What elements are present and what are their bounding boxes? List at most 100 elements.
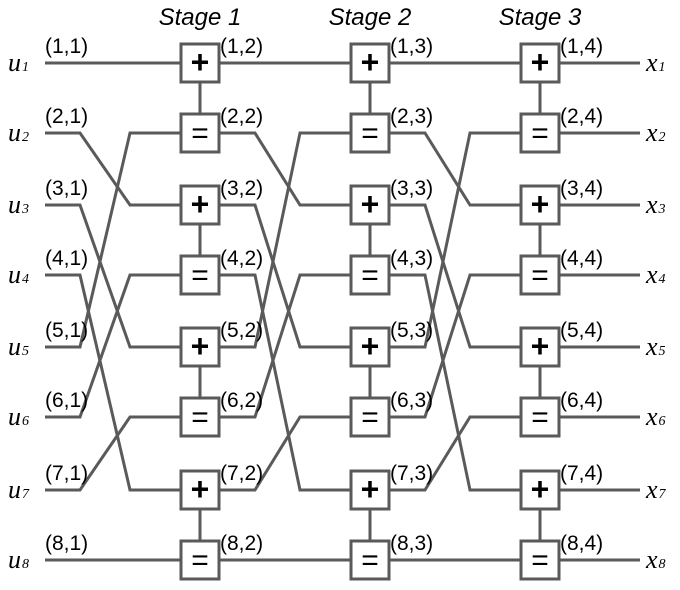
copy-node-stage-2-row-4: = <box>351 256 389 294</box>
equals-symbol: = <box>191 401 209 434</box>
xor-node-stage-2-row-3: + <box>351 186 389 224</box>
edge-label-1-2: (1,2) <box>220 35 263 58</box>
plus-symbol: + <box>191 471 210 507</box>
input-label-7: u7 <box>8 475 30 504</box>
copy-node-stage-1-row-2: = <box>181 114 219 152</box>
edge-label-3-4: (3,4) <box>560 177 603 200</box>
input-label-2: u2 <box>8 118 29 147</box>
copy-node-stage-3-row-2: = <box>521 114 559 152</box>
edge-label-6-2: (6,2) <box>220 389 263 412</box>
plus-symbol: + <box>531 471 550 507</box>
output-index: 6 <box>659 414 666 429</box>
equals-symbol: = <box>531 544 549 577</box>
copy-node-stage-2-row-6: = <box>351 398 389 436</box>
edge-label-6-3: (6,3) <box>390 389 433 412</box>
input-index: 2 <box>22 130 29 145</box>
plus-symbol: + <box>531 328 550 364</box>
edge-label-6-4: (6,4) <box>560 389 603 412</box>
edge-label-2-3: (2,3) <box>390 105 433 128</box>
equals-symbol: = <box>191 544 209 577</box>
wire-stage-2-row-7 <box>219 275 351 490</box>
input-index: 6 <box>22 414 29 429</box>
output-label-1: x1 <box>645 48 666 77</box>
plus-symbol: + <box>191 328 210 364</box>
copy-node-stage-3-row-8: = <box>521 541 559 579</box>
edge-label-7-2: (7,2) <box>220 462 263 485</box>
input-label-3: u3 <box>8 190 29 219</box>
copy-node-stage-3-row-6: = <box>521 398 559 436</box>
wire-stage-3-row-7 <box>389 275 521 490</box>
output-index: 3 <box>658 202 666 217</box>
equals-symbol: = <box>191 259 209 292</box>
xor-node-stage-2-row-5: + <box>351 328 389 366</box>
copy-node-stage-1-row-6: = <box>181 398 219 436</box>
edge-label-2-2: (2,2) <box>220 105 263 128</box>
output-label-8: x8 <box>645 545 666 574</box>
equals-symbol: = <box>361 401 379 434</box>
output-label-7: x7 <box>645 475 667 504</box>
output-label-4: x4 <box>645 260 666 289</box>
edge-label-6-1: (6,1) <box>45 389 88 412</box>
edge-label-3-2: (3,2) <box>220 177 263 200</box>
edge-label-8-3: (8,3) <box>390 532 433 555</box>
input-label-4: u4 <box>8 260 29 289</box>
xor-node-stage-3-row-7: + <box>521 471 559 509</box>
equals-symbol: = <box>191 117 209 150</box>
edge-label-4-2: (4,2) <box>220 247 263 270</box>
plus-symbol: + <box>191 186 210 222</box>
xor-node-stage-1-row-7: + <box>181 471 219 509</box>
xor-node-stage-3-row-5: + <box>521 328 559 366</box>
copy-node-stage-3-row-4: = <box>521 256 559 294</box>
plus-symbol: + <box>361 186 380 222</box>
equals-symbol: = <box>361 544 379 577</box>
edge-label-4-4: (4,4) <box>560 247 603 270</box>
copy-node-stage-1-row-8: = <box>181 541 219 579</box>
edge-label-5-3: (5,3) <box>390 319 433 342</box>
stage-1-title: Stage 1 <box>159 4 242 31</box>
xor-node-stage-2-row-1: + <box>351 44 389 82</box>
equals-symbol: = <box>531 117 549 150</box>
input-index: 1 <box>22 60 29 75</box>
edge-label-7-4: (7,4) <box>560 462 603 485</box>
plus-symbol: + <box>361 44 380 80</box>
plus-symbol: + <box>361 471 380 507</box>
plus-symbol: + <box>361 328 380 364</box>
output-index: 1 <box>659 60 666 75</box>
wire-stage-2-row-2 <box>219 133 351 347</box>
output-label-3: x3 <box>645 190 666 219</box>
output-index: 5 <box>659 344 666 359</box>
output-label-2: x2 <box>645 118 666 147</box>
edge-label-2-4: (2,4) <box>560 105 603 128</box>
xor-node-stage-1-row-1: + <box>181 44 219 82</box>
edge-label-1-1: (1,1) <box>45 35 88 58</box>
wire-stage-3-row-2 <box>389 133 521 347</box>
plus-symbol: + <box>531 186 550 222</box>
edge-label-1-3: (1,3) <box>390 35 433 58</box>
stage-3-title: Stage 3 <box>499 4 582 31</box>
output-index: 8 <box>659 557 666 572</box>
xor-node-stage-1-row-3: + <box>181 186 219 224</box>
input-index: 7 <box>22 487 30 502</box>
edge-label-2-1: (2,1) <box>45 105 88 128</box>
output-label-6: x6 <box>645 402 666 431</box>
edge-label-5-4: (5,4) <box>560 319 603 342</box>
plus-symbol: + <box>191 44 210 80</box>
input-label-6: u6 <box>8 402 29 431</box>
input-label-1: u1 <box>8 48 29 77</box>
edge-label-3-1: (3,1) <box>45 177 88 200</box>
xor-node-stage-1-row-5: + <box>181 328 219 366</box>
edge-label-8-1: (8,1) <box>45 532 88 555</box>
xor-node-stage-2-row-7: + <box>351 471 389 509</box>
edge-label-8-4: (8,4) <box>560 532 603 555</box>
copy-node-stage-2-row-2: = <box>351 114 389 152</box>
edge-label-7-3: (7,3) <box>390 462 433 485</box>
edge-label-4-1: (4,1) <box>45 247 88 270</box>
xor-node-stage-3-row-3: + <box>521 186 559 224</box>
input-label-8: u8 <box>8 545 29 574</box>
input-index: 8 <box>22 557 29 572</box>
edge-label-7-1: (7,1) <box>45 462 88 485</box>
output-index: 2 <box>659 130 666 145</box>
output-index: 7 <box>659 487 667 502</box>
input-label-5: u5 <box>8 332 29 361</box>
